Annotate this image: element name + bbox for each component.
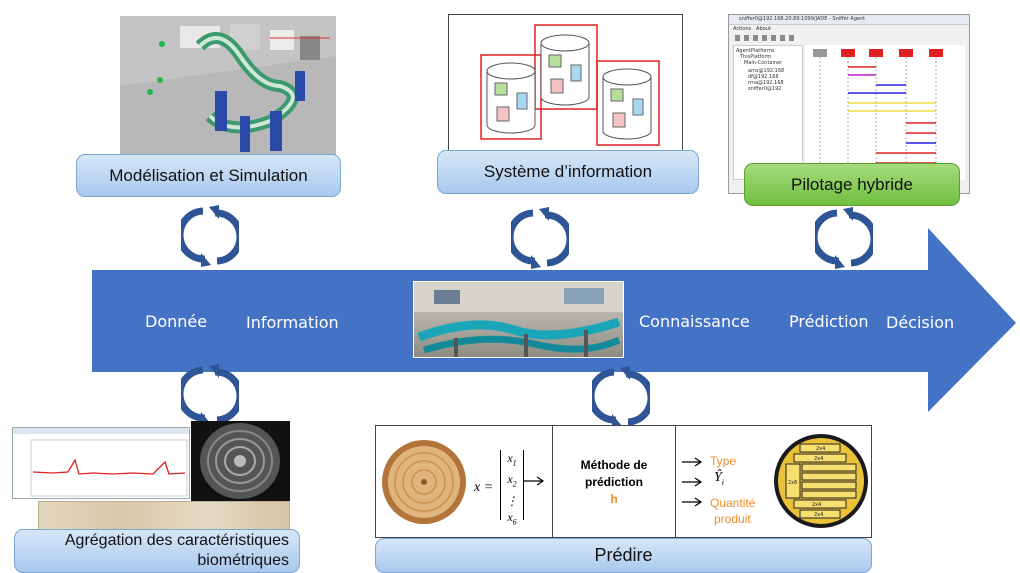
simulation-scene [120, 16, 336, 156]
output-y-hat: Ŷi [714, 470, 725, 487]
log-cross-section-scan [200, 423, 280, 499]
database-cylinders [480, 24, 660, 146]
svg-text:2x4: 2x4 [812, 502, 821, 508]
label-pilotage: Pilotage hybride [744, 163, 960, 206]
cycle-icon [181, 205, 239, 267]
svg-text:2x4: 2x4 [814, 456, 823, 462]
window-toolbar [729, 33, 969, 43]
wood-ct-scan [191, 421, 290, 501]
cycle-icon [511, 207, 569, 269]
svg-text:2x4: 2x4 [816, 446, 825, 452]
wood-plank-image [38, 501, 290, 531]
arrow-right-icon [524, 476, 545, 486]
label-systeme: Système d’information [437, 150, 699, 194]
output-produit: produit [714, 512, 751, 526]
cycle-icon [592, 366, 650, 428]
simulation-3d-image [120, 16, 336, 156]
label-connaissance: Connaissance [639, 312, 750, 331]
window-titlebar: sniffer0@192.168.20.89:1099/JADE - Sniff… [729, 15, 969, 25]
label-information: Information [246, 313, 339, 332]
cycle-icon [181, 364, 239, 426]
label-agregation: Agrégation des caractéristiques biométri… [14, 529, 300, 573]
toolbar-icons [735, 35, 795, 41]
output-quantite: Quantité [710, 496, 756, 510]
x-equals: x = [474, 480, 494, 495]
prediction-method-box: Méthode de prédiction h [552, 426, 676, 537]
signal-plot [13, 428, 189, 497]
menu-actions[interactable]: Actions [733, 26, 752, 32]
sequence-diagram [805, 45, 965, 180]
cutting-pattern-diagram: 2x4 2x4 2x6 2x4 2x4 [774, 434, 868, 528]
prediction-panel: x = x1 x2 ⋮ x6 Méthode de prédiction h T… [375, 425, 872, 538]
output-arrows [682, 457, 703, 507]
svg-text:2x4: 2x4 [814, 512, 823, 518]
output-type: Type [710, 454, 737, 468]
label-decision: Décision [886, 313, 955, 332]
label-modelisation: Modélisation et Simulation [76, 154, 341, 197]
cycle-icon [815, 207, 873, 269]
database-diagram [448, 14, 683, 153]
signal-plot-window [12, 427, 190, 499]
label-prediction: Prédiction [789, 312, 869, 331]
feature-vector: x1 x2 ⋮ x6 [500, 450, 524, 526]
factory-photo [413, 281, 624, 358]
label-donnee: Donnée [145, 312, 208, 331]
log-slice-image [382, 440, 466, 524]
window-menubar: Actions About [729, 25, 969, 33]
svg-text:2x6: 2x6 [788, 480, 797, 486]
menu-about[interactable]: About [756, 26, 771, 32]
agent-tree: AgentPlatforms ThisPlatform Main-Contain… [733, 45, 803, 180]
conveyor-illustration [414, 282, 623, 357]
label-predire: Prédire [375, 538, 872, 573]
